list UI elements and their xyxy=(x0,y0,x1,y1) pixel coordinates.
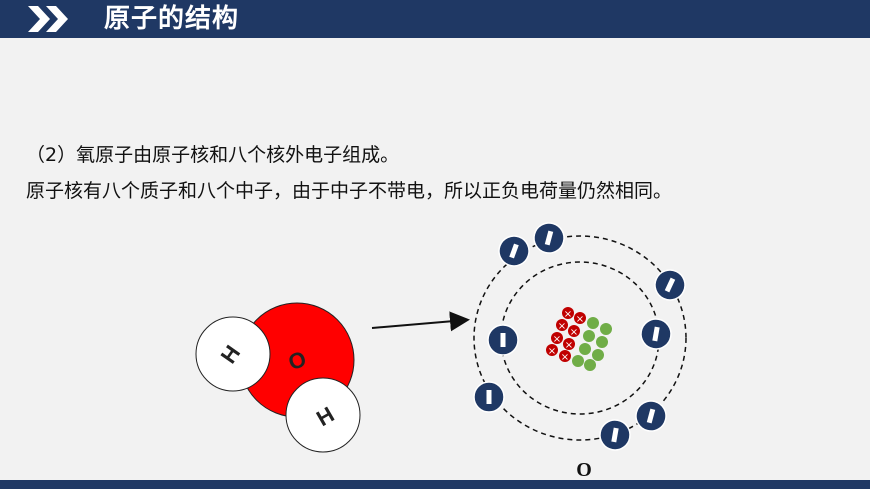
neutron xyxy=(600,323,612,335)
atom-label: O xyxy=(576,459,592,481)
proton: × xyxy=(568,325,580,338)
inner-orbit xyxy=(500,261,660,415)
outer-orbit xyxy=(473,235,687,441)
neutron xyxy=(596,336,608,348)
content-line-1: （2）氧原子由原子核和八个核外电子组成。 xyxy=(26,144,400,166)
proton: × xyxy=(559,350,571,363)
svg-text:×: × xyxy=(576,314,584,325)
proton: × xyxy=(551,332,563,345)
electron xyxy=(640,318,672,350)
neutron xyxy=(584,359,596,371)
header-bar: 原子的结构 xyxy=(0,0,870,38)
neutron xyxy=(587,317,599,329)
footer-bar xyxy=(0,480,870,489)
water-molecule: O H H xyxy=(195,302,361,453)
proton: × xyxy=(574,312,586,325)
svg-text:×: × xyxy=(548,346,556,357)
hydrogen-atom-bottom xyxy=(285,377,361,453)
proton: × xyxy=(546,344,558,357)
neutron xyxy=(592,349,604,361)
electron xyxy=(473,381,505,413)
page-title: 原子的结构 xyxy=(104,4,240,34)
electron xyxy=(599,419,631,451)
svg-text:×: × xyxy=(564,309,572,320)
electron xyxy=(533,222,565,254)
svg-text:×: × xyxy=(558,321,566,332)
svg-text:×: × xyxy=(553,334,561,345)
proton: × xyxy=(556,319,568,332)
electron xyxy=(635,400,667,432)
double-chevron-right-icon xyxy=(28,6,68,32)
nucleus: × × × × × × × × xyxy=(546,307,612,371)
content-line-2: 原子核有八个质子和八个中子，由于中子不带电，所以正负电荷量仍然相同。 xyxy=(26,180,673,202)
electron xyxy=(498,235,530,267)
svg-text:×: × xyxy=(561,352,569,363)
neutron xyxy=(579,343,591,355)
svg-text:×: × xyxy=(565,340,573,351)
neutron xyxy=(572,355,584,367)
svg-text:×: × xyxy=(570,327,578,338)
electron xyxy=(654,269,686,301)
proton: × xyxy=(562,307,574,320)
electron xyxy=(487,324,519,356)
hydrogen-atom-left xyxy=(195,316,271,392)
arrow xyxy=(371,311,470,332)
neutron xyxy=(583,330,595,342)
proton: × xyxy=(563,338,575,351)
